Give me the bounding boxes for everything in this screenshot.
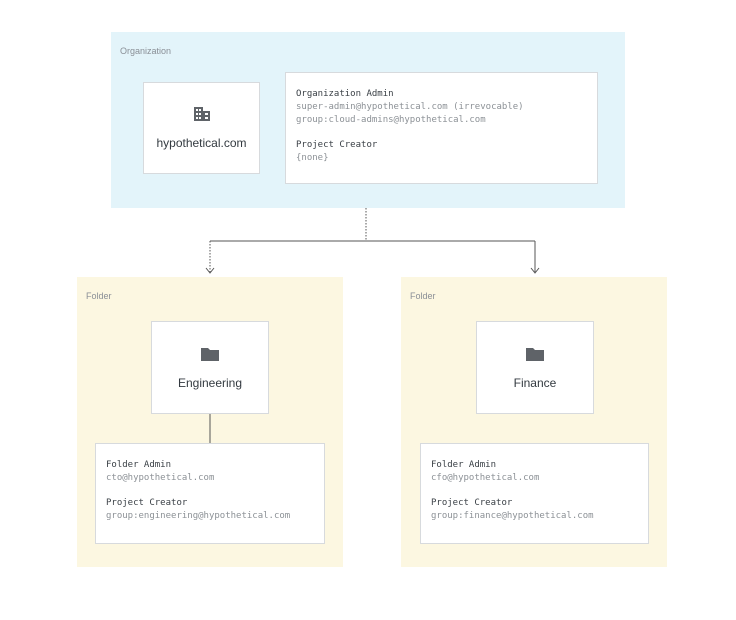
folder-name: Finance [513, 375, 557, 390]
role-member: group:cloud-admins@hypothetical.com [296, 115, 486, 125]
building-icon [193, 107, 210, 121]
folder-node-engineering[interactable]: Engineering [151, 321, 269, 414]
role-member: group:engineering@hypothetical.com [106, 511, 291, 521]
organization-roles: Organization Admin super-admin@hypotheti… [285, 72, 598, 184]
folder-label: Folder [410, 291, 436, 301]
role-title: Organization Admin [296, 89, 394, 99]
role-title: Folder Admin [431, 460, 497, 470]
role-member: cto@hypothetical.com [106, 473, 215, 483]
role-member: {none} [296, 153, 329, 163]
folder-node-finance[interactable]: Finance [476, 321, 594, 414]
folder-roles-engineering: Folder Admin cto@hypothetical.com Projec… [95, 443, 325, 544]
organization-node[interactable]: hypothetical.com [143, 82, 260, 174]
role-member: super-admin@hypothetical.com (irrevocabl… [296, 102, 524, 112]
folder-icon [526, 347, 544, 361]
role-title: Project Creator [106, 498, 188, 508]
role-member: cfo@hypothetical.com [431, 473, 540, 483]
organization-label: Organization [120, 46, 172, 56]
folder-icon [201, 347, 219, 361]
folder-name: Engineering [177, 375, 243, 390]
role-title: Project Creator [431, 498, 513, 508]
arrow-right [530, 267, 540, 274]
role-title: Folder Admin [106, 460, 172, 470]
folder-label: Folder [86, 291, 112, 301]
organization-domain: hypothetical.com [156, 136, 247, 150]
role-title: Project Creator [296, 140, 378, 150]
arrow-left [205, 267, 215, 274]
folder-roles-finance: Folder Admin cfo@hypothetical.com Projec… [420, 443, 649, 544]
role-member: group:finance@hypothetical.com [431, 511, 594, 521]
